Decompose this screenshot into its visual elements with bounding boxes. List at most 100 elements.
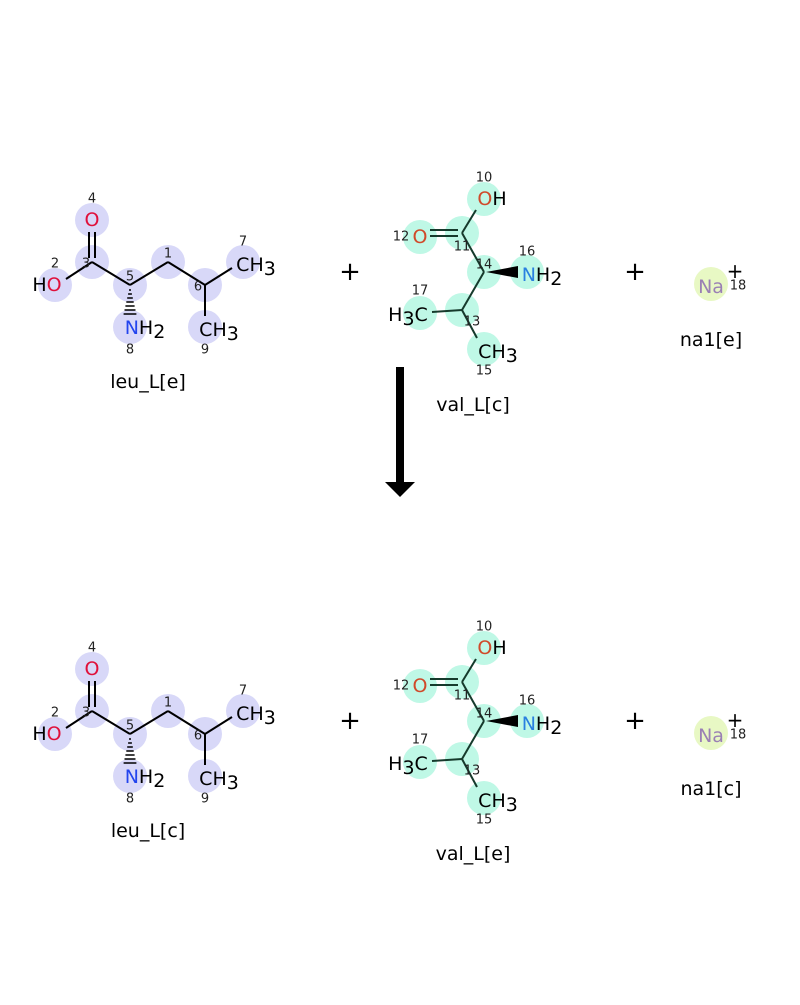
atom-label-h3c: H3C — [388, 304, 428, 330]
atom-label-ch3: CH3 — [236, 254, 276, 280]
bond — [461, 758, 478, 788]
atom-highlight — [226, 694, 260, 728]
atom-number: 1 — [164, 696, 172, 711]
molecule-name: na1[c] — [680, 778, 741, 800]
atom-number: 15 — [476, 813, 493, 828]
atom-label-ch3: CH3 — [236, 703, 276, 729]
atom-number: 6 — [194, 729, 202, 744]
atom-number: 8 — [126, 792, 134, 807]
charge-label: + — [727, 708, 744, 732]
atom-label-o: O — [413, 226, 428, 248]
atom-highlight — [38, 717, 72, 751]
bond — [65, 710, 93, 729]
atom-number: 2 — [51, 706, 59, 721]
atom-number: 7 — [239, 235, 247, 250]
molecule-name: val_L[e] — [436, 843, 511, 865]
atom-highlight — [403, 296, 437, 330]
bond — [204, 267, 233, 286]
atom-number: 13 — [464, 315, 481, 330]
atom-number: 17 — [412, 284, 429, 299]
atom-number: 3 — [82, 706, 90, 721]
bond — [129, 261, 169, 286]
molecule-name: na1[e] — [680, 329, 742, 351]
atom-highlight — [188, 759, 222, 793]
atom-number: 13 — [464, 764, 481, 779]
atom-label-o: O — [413, 675, 428, 697]
atom-highlight — [113, 759, 147, 793]
atom-highlight — [188, 310, 222, 344]
atom-number: 7 — [239, 684, 247, 699]
atom-number: 16 — [519, 245, 536, 260]
atom-highlight — [75, 652, 109, 686]
atom-number: 9 — [201, 792, 209, 807]
atom-number: 17 — [412, 733, 429, 748]
bond — [167, 710, 206, 735]
atom-highlight — [510, 704, 544, 738]
atom-label-o: O — [85, 209, 100, 231]
atom-label-nh2: NH2 — [522, 264, 563, 290]
bond — [204, 716, 233, 735]
bond — [461, 271, 485, 311]
atom-number: 14 — [476, 707, 493, 722]
atom-number: 11 — [454, 240, 471, 255]
molecule-name: val_L[c] — [436, 394, 510, 416]
atom-label-nh2: NH2 — [125, 766, 166, 792]
atom-label-ho: HO — [32, 274, 61, 296]
atom-number: 12 — [393, 679, 410, 694]
atom-number: 18 — [730, 728, 747, 743]
bond — [461, 232, 485, 273]
plus-sign: + — [624, 257, 646, 287]
atom-label-ch3: CH3 — [478, 341, 518, 367]
atom-highlight — [226, 245, 260, 279]
bond — [129, 710, 169, 735]
atom-highlight — [75, 203, 109, 237]
bond — [65, 261, 93, 280]
bond — [91, 261, 131, 286]
atom-highlight — [467, 182, 501, 216]
bond — [91, 710, 131, 735]
bond — [431, 758, 463, 762]
bond — [461, 658, 477, 683]
atom-number: 5 — [126, 719, 134, 734]
atom-number: 4 — [88, 641, 96, 656]
atom-highlight — [694, 267, 728, 301]
atom-label-oh: OH — [477, 637, 506, 659]
atom-number: 12 — [393, 230, 410, 245]
atom-highlight — [510, 255, 544, 289]
atom-highlight — [694, 716, 728, 750]
atom-label-na: Na — [698, 725, 724, 747]
atom-highlight — [38, 268, 72, 302]
atom-highlight — [403, 220, 437, 254]
solid-wedge-bond — [486, 715, 518, 727]
atom-label-h3c: H3C — [388, 753, 428, 779]
atom-number: 5 — [126, 270, 134, 285]
atom-label-ch3: CH3 — [199, 768, 239, 794]
atom-number: 15 — [476, 364, 493, 379]
plus-sign: + — [624, 706, 646, 736]
atom-label-ch3: CH3 — [199, 319, 239, 345]
atom-number: 1 — [164, 247, 172, 262]
atom-number: 18 — [730, 279, 747, 294]
atom-number: 11 — [454, 689, 471, 704]
atom-number: 4 — [88, 192, 96, 207]
atom-label-nh2: NH2 — [125, 317, 166, 343]
atom-number: 6 — [194, 280, 202, 295]
bond — [461, 681, 485, 722]
plus-sign: + — [339, 706, 361, 736]
atom-label-o: O — [85, 658, 100, 680]
reaction-arrow — [385, 367, 415, 497]
atom-number: 8 — [126, 343, 134, 358]
atom-number: 3 — [82, 257, 90, 272]
atom-number: 16 — [519, 694, 536, 709]
atom-highlight — [467, 332, 501, 366]
plus-sign: + — [339, 257, 361, 287]
atom-label-oh: OH — [477, 188, 506, 210]
solid-wedge-bond — [486, 266, 518, 278]
atom-highlight — [467, 781, 501, 815]
bond — [461, 309, 478, 339]
